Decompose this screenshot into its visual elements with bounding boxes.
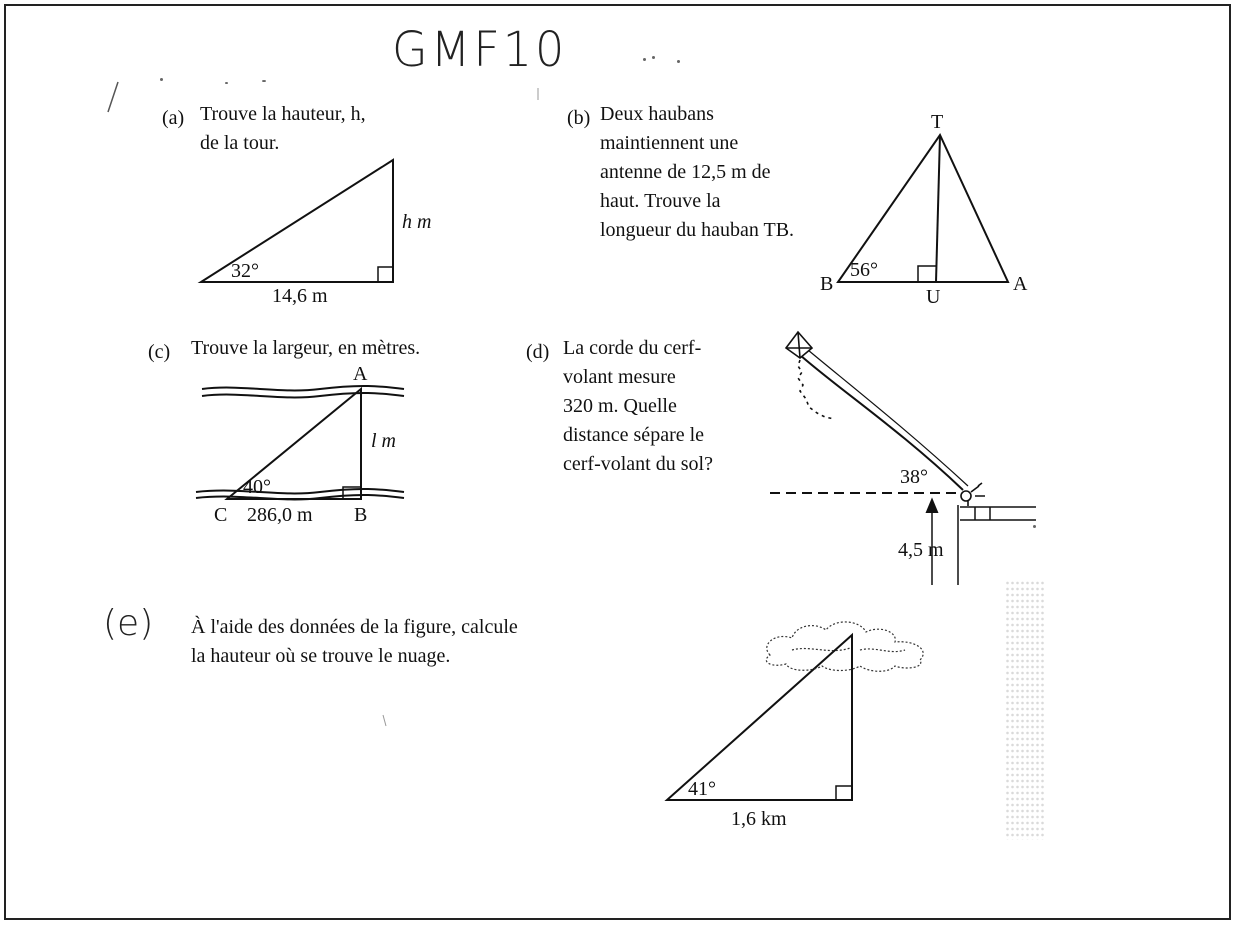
scan-speck <box>262 80 266 82</box>
figure-c-angle: 40° <box>243 476 271 498</box>
kite-icon <box>784 330 835 420</box>
figure-a-height: h m <box>402 211 431 233</box>
worksheet-title: GMF10 <box>392 20 568 78</box>
figure-b-left-label: B <box>820 273 833 295</box>
question-b-label: (b) <box>567 107 591 129</box>
question-a-label: (a) <box>162 107 185 129</box>
figure-b-right-angle <box>917 265 936 282</box>
figure-c-bank-top <box>201 384 405 392</box>
figure-a-triangle <box>197 158 394 283</box>
scan-speck <box>643 58 646 61</box>
figure-d-string <box>799 354 964 491</box>
kite-flyer-icon <box>960 482 985 506</box>
question-b-text: Deux haubans maintiennent une antenne de… <box>600 103 795 241</box>
figure-b-angle: 56° <box>850 259 878 281</box>
question-c-text: Trouve la largeur, en mètres. <box>191 337 421 359</box>
figure-c-triangle <box>224 386 362 500</box>
figure-b-triangle <box>836 132 1010 283</box>
cloud-icon <box>765 621 924 672</box>
figure-c-base: 286,0 m <box>247 504 313 526</box>
figure-a-right-angle <box>377 266 393 282</box>
figure-e-right-angle <box>835 785 852 800</box>
figure-b-foot-label: U <box>926 286 941 308</box>
figure-e-angle: 41° <box>688 778 716 800</box>
figure-b-top-label: T <box>931 111 943 133</box>
figure-c-top-label: A <box>353 363 368 385</box>
worksheet-page <box>4 4 1231 920</box>
figure-d-angle: 38° <box>900 466 928 488</box>
scan-speck <box>225 82 228 84</box>
figure-a-base: 14,6 m <box>272 285 328 307</box>
figure-e-triangle <box>664 632 853 801</box>
scan-speck <box>160 78 163 81</box>
figure-d-arrow-head <box>925 497 939 513</box>
figure-d-string-2 <box>807 349 969 487</box>
figure-e-base: 1,6 km <box>731 808 787 830</box>
figure-b-antenna <box>935 134 941 283</box>
figure-c-left-label: C <box>214 504 227 526</box>
question-d-text: La corde du cerf- volant mesure 320 m. Q… <box>563 337 713 475</box>
figure-c-right-angle <box>342 486 361 499</box>
scan-speck <box>1033 525 1036 528</box>
scan-speck <box>677 60 680 63</box>
question-e-text: À l'aide des données de la figure, calcu… <box>191 616 518 667</box>
figure-a-angle: 32° <box>231 260 259 282</box>
question-a-text: Trouve la hauteur, h, de la tour. <box>200 103 366 154</box>
question-e-label: (e) <box>103 603 154 644</box>
scan-noise <box>1005 580 1045 840</box>
figure-c-bank-bottom <box>195 487 405 495</box>
figure-c-right-label: B <box>354 504 367 526</box>
figure-d-height: 4,5 m <box>898 539 944 561</box>
scan-speck <box>652 56 655 59</box>
figure-b-right-label: A <box>1013 273 1028 295</box>
figure-c-bank-top-inner <box>201 391 405 399</box>
question-c-label: (c) <box>148 341 171 363</box>
figure-c-height: l m <box>371 430 396 452</box>
question-d-label: (d) <box>526 341 550 363</box>
